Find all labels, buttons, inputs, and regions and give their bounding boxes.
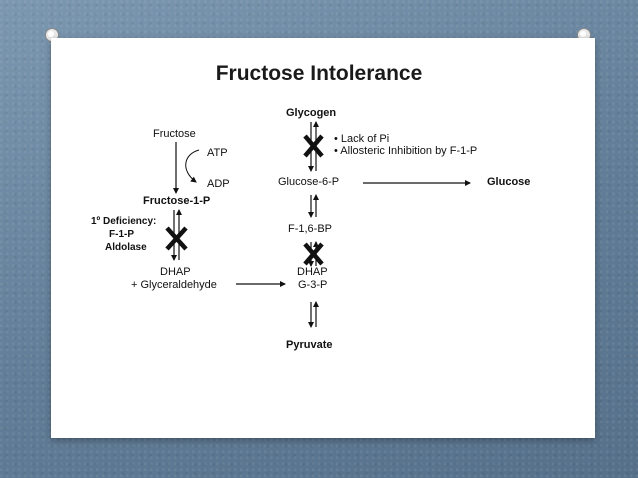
node-g-3-p: G-3-P <box>298 279 328 291</box>
node-glycogen: Glycogen <box>286 107 337 119</box>
node-glucose: Glucose <box>487 176 531 188</box>
pushpin-icon <box>45 28 59 42</box>
node-glucose-6-p: Glucose-6-P <box>278 176 340 188</box>
node-adp: ADP <box>207 178 230 190</box>
node-glyceraldehyde: + Glyceraldehyde <box>131 279 217 291</box>
node-f-1-6-bp: F-1,6-BP <box>288 223 333 235</box>
note-lack-of-pi: • Lack of Pi <box>334 133 390 145</box>
node-atp: ATP <box>207 147 228 159</box>
block-x-icon <box>303 134 324 158</box>
deficiency-line-3: Aldolase <box>105 242 147 253</box>
node-dhap-left: DHAP <box>160 266 191 278</box>
block-x-icon <box>303 242 324 266</box>
note-allosteric-inhibition: • Allosteric Inhibition by F-1-P <box>334 145 478 157</box>
block-x-icon <box>165 226 188 251</box>
node-fructose-1-p: Fructose-1-P <box>143 195 211 207</box>
deficiency-line-2: F-1-P <box>109 229 134 240</box>
arrow-atp-adp <box>185 149 200 183</box>
deficiency-line-1: 1º Deficiency: <box>91 216 157 227</box>
pathway-arrows <box>165 121 471 328</box>
node-dhap-right: DHAP <box>297 266 328 278</box>
diagram-panel: Fructose Intolerance Glycogen • Lack of … <box>86 52 552 422</box>
page-title: Fructose Intolerance <box>215 62 423 85</box>
node-fructose: Fructose <box>153 128 196 140</box>
node-pyruvate: Pyruvate <box>286 339 333 351</box>
